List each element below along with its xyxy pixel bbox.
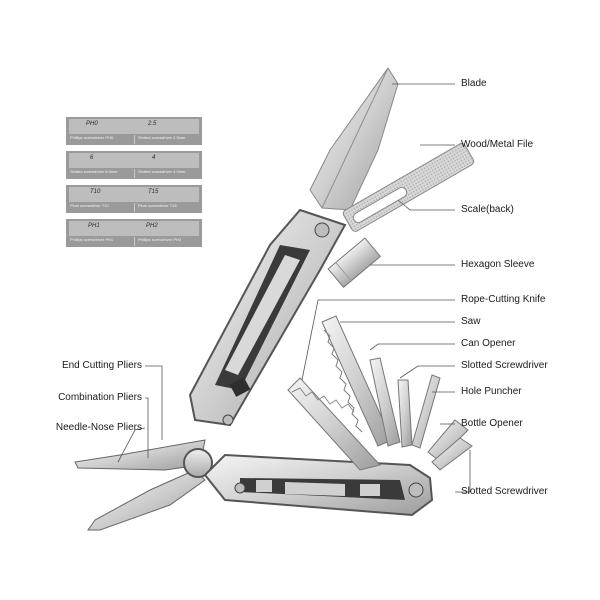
upper-handle-cutout xyxy=(225,255,300,375)
lower-slot-2 xyxy=(360,484,380,496)
bit-caption-left-2: Slotted screwdriver 6.0mm xyxy=(70,169,118,174)
leader-slotted-2 xyxy=(455,450,471,493)
hole-puncher xyxy=(411,374,441,449)
bit-size-right-1: 2.5 xyxy=(148,121,157,127)
bit-card-2: 6 4 Slotted screwdriver 6.0mm Slotted sc… xyxy=(66,151,202,179)
hexagon-sleeve xyxy=(327,237,382,288)
leader-rope-knife xyxy=(301,299,455,381)
upper-handle-slot xyxy=(229,377,251,397)
bit-divider-3 xyxy=(134,203,135,212)
label-scale: Scale(back) xyxy=(461,204,514,215)
label-rope-knife: Rope-Cutting Knife xyxy=(461,294,546,305)
plier-pivot xyxy=(183,448,213,478)
bit-caption-right-4: Phillips screwdriver PH2 xyxy=(138,237,182,242)
bit-size-right-3: T15 xyxy=(148,189,159,195)
label-can-opener: Can Opener xyxy=(461,338,516,349)
leader-lines xyxy=(117,83,471,493)
bit-size-right-4: PH2 xyxy=(146,223,158,229)
bit-caption-right-3: Plum screwdriver T15 xyxy=(138,203,177,208)
label-hole-puncher: Hole Puncher xyxy=(461,386,522,397)
can-opener xyxy=(369,357,401,447)
leader-needle-pliers xyxy=(117,427,146,463)
bit-divider-1 xyxy=(134,135,135,144)
bit-body-4 xyxy=(69,221,199,236)
label-file: Wood/Metal File xyxy=(461,139,534,150)
label-saw: Saw xyxy=(461,316,481,327)
blade-edge xyxy=(321,67,389,209)
rope-knife-serration xyxy=(291,387,355,413)
label-blade: Blade xyxy=(461,78,487,89)
leader-end-pliers xyxy=(145,365,163,440)
leader-can-opener xyxy=(369,343,455,351)
lower-front-screw xyxy=(234,482,246,494)
bit-card-3: T10 T15 Plum screwdriver T10 Plum screwd… xyxy=(66,185,202,213)
bit-size-left-1: PH0 xyxy=(86,121,98,127)
bit-body-2 xyxy=(69,153,199,168)
label-needle-pliers: Needle-Nose Pliers xyxy=(55,422,142,433)
scale-back xyxy=(352,187,408,223)
bit-size-left-2: 6 xyxy=(90,155,94,161)
leader-scale xyxy=(397,199,455,211)
bit-caption-left-3: Plum screwdriver T10 xyxy=(70,203,109,208)
label-bottle-opener: Bottle Opener xyxy=(461,418,523,429)
bit-card-1: PH0 2.5 Phillips screwdriver PH0 Slotted… xyxy=(66,117,202,145)
bit-caption-right-2: Slotted screwdriver 4.0mm xyxy=(138,169,186,174)
label-end-pliers: End Cutting Pliers xyxy=(61,360,142,371)
bit-caption-left-4: Phillips screwdriver PH1 xyxy=(70,237,114,242)
lower-slot-1 xyxy=(256,480,272,492)
saw-teeth xyxy=(323,329,363,433)
bit-size-right-2: 4 xyxy=(152,155,156,161)
rope-cutting-knife xyxy=(287,377,381,471)
bit-divider-4 xyxy=(134,237,135,246)
upper-pivot-screw xyxy=(314,222,330,238)
slotted-screwdriver-1 xyxy=(397,379,413,448)
leader-slotted-1 xyxy=(399,365,455,379)
bit-divider-2 xyxy=(134,169,135,178)
bit-size-left-4: PH1 xyxy=(88,223,100,229)
label-combo-pliers: Combination Pliers xyxy=(58,392,142,403)
screwdriver-bits-panel: PH0 2.5 Phillips screwdriver PH0 Slotted… xyxy=(66,117,202,249)
upper-lower-screw xyxy=(222,414,234,426)
bit-caption-right-1: Slotted screwdriver 2.5mm xyxy=(138,135,186,140)
label-slotted-1: Slotted Screwdriver xyxy=(461,360,548,371)
plier-jaw-bottom xyxy=(87,469,206,531)
bit-card-4: PH1 PH2 Phillips screwdriver PH1 Phillip… xyxy=(66,219,202,247)
slotted-screwdriver-2 xyxy=(431,437,473,471)
label-hex-sleeve: Hexagon Sleeve xyxy=(461,259,535,270)
label-slotted-2: Slotted Screwdriver xyxy=(461,486,548,497)
bit-body-1 xyxy=(69,119,199,134)
bit-caption-left-1: Phillips screwdriver PH0 xyxy=(70,135,114,140)
bit-body-3 xyxy=(69,187,199,202)
lower-cutout xyxy=(285,482,345,496)
bit-size-left-3: T10 xyxy=(90,189,101,195)
lower-end-screw xyxy=(408,482,424,498)
leader-combo-pliers xyxy=(145,397,149,458)
